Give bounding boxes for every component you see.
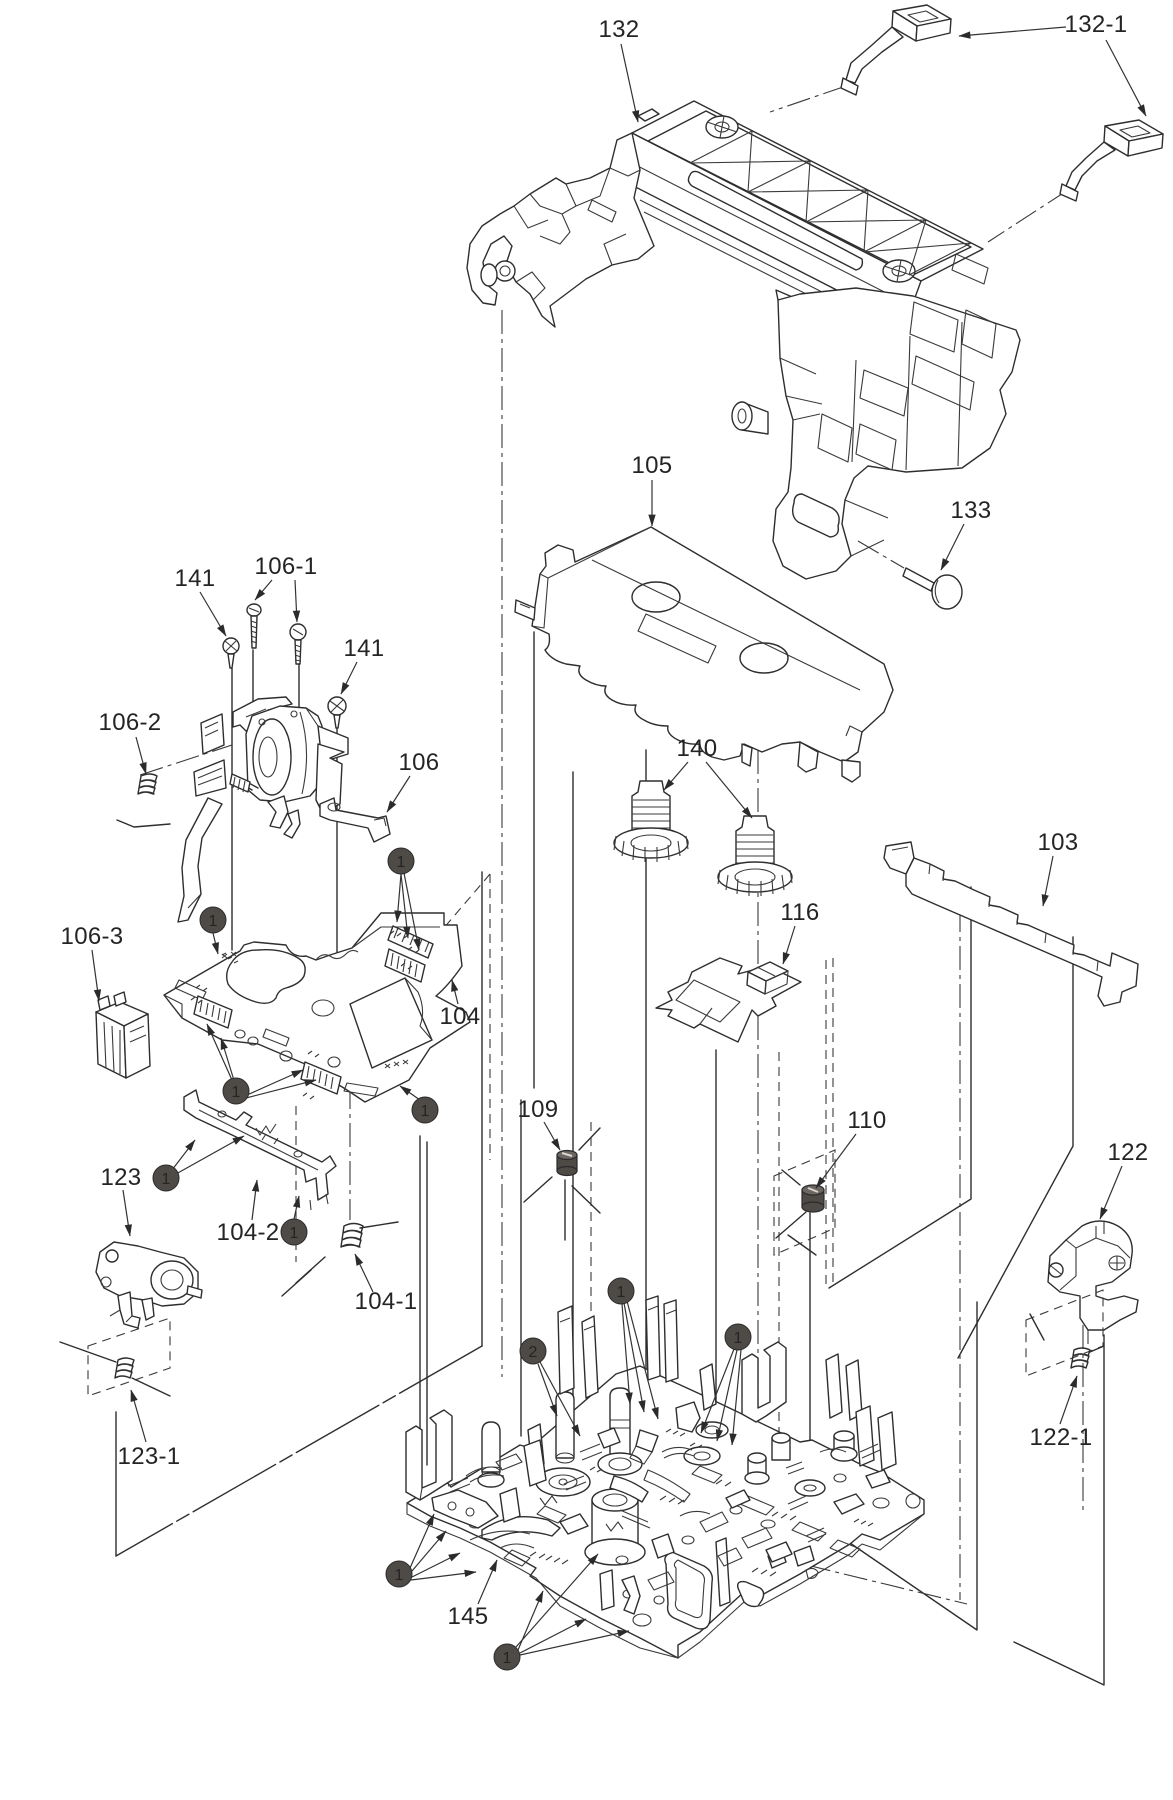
svg-text:2: 2 bbox=[529, 1344, 538, 1361]
svg-text:133: 133 bbox=[951, 497, 992, 524]
svg-text:104-1: 104-1 bbox=[355, 1288, 418, 1315]
svg-text:123-1: 123-1 bbox=[118, 1443, 181, 1470]
svg-text:1: 1 bbox=[503, 1650, 512, 1667]
svg-text:1: 1 bbox=[162, 1171, 171, 1188]
svg-text:1: 1 bbox=[290, 1225, 299, 1242]
svg-text:123: 123 bbox=[101, 1164, 142, 1191]
svg-text:103: 103 bbox=[1038, 829, 1079, 856]
svg-text:132-1: 132-1 bbox=[1065, 11, 1128, 38]
svg-text:122: 122 bbox=[1108, 1139, 1149, 1166]
svg-text:145: 145 bbox=[448, 1603, 489, 1630]
svg-text:106: 106 bbox=[399, 749, 440, 776]
svg-text:106-3: 106-3 bbox=[61, 923, 124, 950]
svg-text:1: 1 bbox=[395, 1567, 404, 1584]
svg-text:105: 105 bbox=[632, 452, 673, 479]
svg-text:106-1: 106-1 bbox=[255, 553, 318, 580]
svg-text:110: 110 bbox=[847, 1107, 886, 1134]
svg-text:1: 1 bbox=[397, 854, 406, 871]
svg-text:106-2: 106-2 bbox=[99, 709, 162, 736]
svg-text:1: 1 bbox=[209, 913, 218, 930]
svg-text:141: 141 bbox=[175, 565, 216, 592]
svg-text:122-1: 122-1 bbox=[1030, 1424, 1093, 1451]
svg-text:1: 1 bbox=[617, 1284, 626, 1301]
svg-text:140: 140 bbox=[677, 735, 718, 762]
svg-text:104: 104 bbox=[440, 1003, 481, 1030]
svg-text:104-2: 104-2 bbox=[217, 1219, 280, 1246]
svg-text:116: 116 bbox=[780, 899, 819, 926]
svg-text:1: 1 bbox=[232, 1084, 241, 1101]
svg-text:132: 132 bbox=[599, 16, 640, 43]
svg-text:109: 109 bbox=[518, 1096, 559, 1123]
svg-text:1: 1 bbox=[421, 1103, 430, 1120]
svg-text:1: 1 bbox=[734, 1330, 743, 1347]
svg-text:141: 141 bbox=[344, 635, 385, 662]
